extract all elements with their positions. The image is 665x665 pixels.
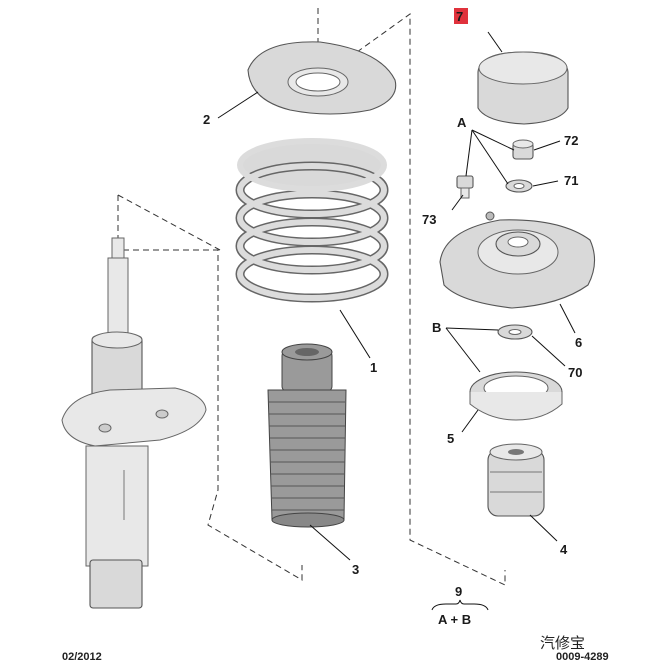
strut-bearing <box>469 371 563 421</box>
group-label-a: A <box>457 115 467 130</box>
group-label-b: B <box>432 320 441 335</box>
callout-3: 3 <box>352 562 359 577</box>
callout-71: 71 <box>564 173 578 188</box>
footer-date: 02/2012 <box>62 651 102 663</box>
callout-6: 6 <box>575 335 582 350</box>
strut-top-mount <box>439 211 596 309</box>
kit-brace <box>431 599 489 611</box>
callout-1: 1 <box>370 360 377 375</box>
dust-boot <box>267 343 347 528</box>
callout-72: 72 <box>564 133 578 148</box>
callout-7: 7 <box>456 9 463 24</box>
footer-code: 0009-4289 <box>556 651 609 663</box>
bolt <box>456 175 474 199</box>
callout-70: 70 <box>568 365 582 380</box>
callout-4: 4 <box>560 542 568 557</box>
kit-number: 9 <box>455 584 462 599</box>
leader-lines <box>217 31 576 561</box>
mount-washer <box>497 324 533 340</box>
highlight-box <box>454 8 468 24</box>
shock-absorber-strut <box>61 237 207 609</box>
callout-73: 73 <box>422 212 436 227</box>
spring-seat-plate <box>247 41 397 115</box>
callout-2: 2 <box>203 112 210 127</box>
coil-spring <box>235 138 389 303</box>
kit-formula: A + B <box>438 612 471 627</box>
bump-stop <box>487 443 545 517</box>
top-cap <box>477 51 569 125</box>
watermark: 汽修宝 <box>540 634 585 652</box>
callout-5: 5 <box>447 431 454 446</box>
nut <box>512 139 534 160</box>
washer <box>505 179 533 193</box>
